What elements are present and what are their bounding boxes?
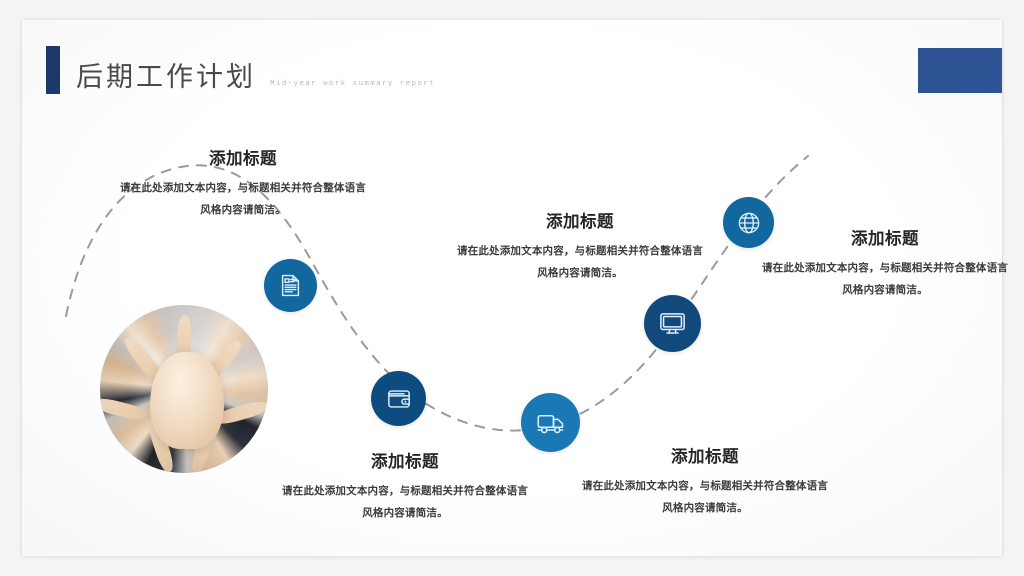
page-subtitle: Mid-year work summary report	[270, 80, 436, 88]
document-icon	[277, 272, 304, 299]
globe-icon	[736, 210, 762, 236]
text-block: 添加标题请在此处添加文本内容，与标题相关并符合整体语言风格内容请简洁。	[760, 225, 1010, 301]
node-wallet[interactable]	[371, 371, 426, 426]
text-block: 添加标题请在此处添加文本内容，与标题相关并符合整体语言风格内容请简洁。	[280, 448, 530, 524]
block-title: 添加标题	[371, 452, 439, 471]
truck-icon	[536, 408, 566, 438]
node-monitor[interactable]	[644, 295, 701, 352]
header-decor-block	[918, 48, 1002, 93]
text-block: 添加标题请在此处添加文本内容，与标题相关并符合整体语言风格内容请简洁。	[118, 145, 368, 221]
text-block: 添加标题请在此处添加文本内容，与标题相关并符合整体语言风格内容请简洁。	[455, 208, 705, 284]
node-document[interactable]	[264, 259, 317, 312]
photo-center-hand	[150, 352, 225, 450]
block-title: 添加标题	[671, 447, 739, 466]
monitor-icon	[658, 309, 687, 338]
wallet-icon	[385, 385, 413, 413]
block-body: 请在此处添加文本内容，与标题相关并符合整体语言风格内容请简洁。	[456, 245, 704, 279]
team-photo	[100, 305, 268, 473]
node-globe[interactable]	[723, 197, 774, 248]
block-body: 请在此处添加文本内容，与标题相关并符合整体语言风格内容请简洁。	[761, 262, 1009, 296]
text-block: 添加标题请在此处添加文本内容，与标题相关并符合整体语言风格内容请简洁。	[580, 443, 830, 519]
photo-vignette	[100, 305, 268, 473]
page-title: 后期工作计划	[76, 62, 256, 92]
block-title: 添加标题	[209, 149, 277, 168]
page-header: 后期工作计划 Mid-year work summary report	[46, 46, 435, 94]
block-body: 请在此处添加文本内容，与标题相关并符合整体语言风格内容请简洁。	[119, 182, 367, 216]
block-title: 添加标题	[851, 229, 919, 248]
node-truck[interactable]	[521, 393, 580, 452]
block-body: 请在此处添加文本内容，与标题相关并符合整体语言风格内容请简洁。	[581, 480, 829, 514]
block-body: 请在此处添加文本内容，与标题相关并符合整体语言风格内容请简洁。	[281, 485, 529, 519]
block-title: 添加标题	[546, 212, 614, 231]
header-accent-bar	[46, 46, 60, 94]
